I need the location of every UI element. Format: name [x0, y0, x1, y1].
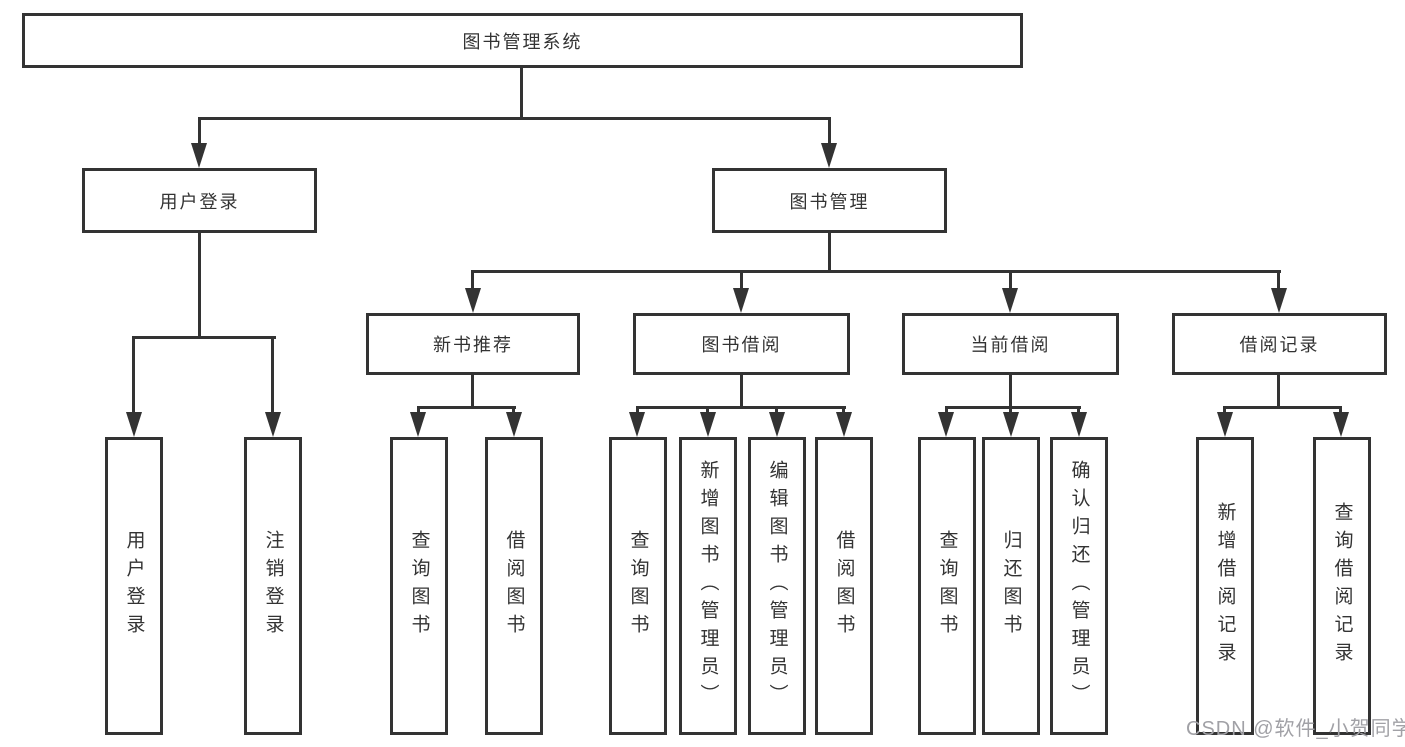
connector-line [1223, 406, 1226, 416]
arrowhead-down-icon [410, 412, 426, 437]
connector-line [945, 406, 948, 416]
node-label: 新增图书（管理员） [697, 460, 719, 712]
node-user-login: 用户登录 [82, 168, 317, 233]
connector-line [471, 375, 474, 406]
connector-line [636, 406, 846, 409]
node-label: 新增借阅记录 [1214, 502, 1236, 670]
node-label: 查询借阅记录 [1331, 502, 1353, 670]
connector-line [512, 406, 515, 416]
arrowhead-down-icon [1271, 288, 1287, 313]
leaf-query-borrow-record: 查询借阅记录 [1313, 437, 1371, 735]
connector-line [636, 406, 639, 416]
arrowhead-down-icon [733, 288, 749, 313]
node-label: 编辑图书（管理员） [766, 460, 788, 712]
node-library-management-system: 图书管理系统 [22, 13, 1023, 68]
connector-line [775, 406, 778, 416]
arrowhead-down-icon [629, 412, 645, 437]
arrowhead-down-icon [191, 143, 207, 168]
connector-line [471, 270, 1281, 273]
watermark: CSDN @软件_小贺同学 [1186, 718, 1405, 740]
node-book-borrowing: 图书借阅 [633, 313, 850, 375]
node-label: 当前借阅 [970, 335, 1051, 355]
leaf-borrow-books-recommend: 借阅图书 [485, 437, 543, 735]
connector-line [417, 406, 516, 409]
connector-line [417, 406, 420, 416]
connector-line [945, 406, 1081, 409]
node-current-borrowing: 当前借阅 [902, 313, 1119, 375]
connector-line [520, 68, 523, 117]
connector-line [198, 233, 201, 336]
node-label: 确认归还（管理员） [1068, 460, 1090, 712]
leaf-query-books-current: 查询图书 [918, 437, 976, 735]
arrowhead-down-icon [700, 412, 716, 437]
node-label: 查询图书 [408, 530, 430, 642]
connector-line [198, 117, 831, 120]
leaf-query-books-recommend: 查询图书 [390, 437, 448, 735]
node-label: 借阅记录 [1239, 335, 1320, 355]
leaf-user-login: 用户登录 [105, 437, 163, 735]
leaf-add-book-admin: 新增图书（管理员） [679, 437, 737, 735]
arrowhead-down-icon [1003, 412, 1019, 437]
connector-line [740, 375, 743, 406]
connector-line [132, 336, 135, 414]
leaf-edit-book-admin: 编辑图书（管理员） [748, 437, 806, 735]
node-label: 图书管理 [789, 191, 870, 212]
connector-line [198, 117, 201, 145]
connector-line [1277, 375, 1280, 406]
node-label: 借阅图书 [833, 530, 855, 642]
arrowhead-down-icon [465, 288, 481, 313]
node-label: 查询图书 [936, 530, 958, 642]
connector-line [1277, 270, 1280, 290]
node-label: 归还图书 [1000, 530, 1022, 642]
connector-line [1009, 270, 1012, 290]
leaf-return-book: 归还图书 [982, 437, 1040, 735]
leaf-logout: 注销登录 [244, 437, 302, 735]
node-borrowing-records: 借阅记录 [1172, 313, 1387, 375]
node-label: 注销登录 [262, 530, 284, 642]
connector-line [842, 406, 845, 416]
node-label: 图书管理系统 [462, 31, 583, 52]
arrowhead-down-icon [1333, 412, 1349, 437]
arrowhead-down-icon [769, 412, 785, 437]
connector-line [1339, 406, 1342, 416]
node-label: 用户登录 [159, 191, 240, 212]
connector-line [828, 233, 831, 270]
node-label: 图书借阅 [701, 335, 782, 355]
connector-line [1009, 375, 1012, 406]
connector-line [828, 117, 831, 145]
connector-line [132, 336, 276, 339]
leaf-confirm-return-admin: 确认归还（管理员） [1050, 437, 1108, 735]
node-new-book-recommendation: 新书推荐 [366, 313, 580, 375]
connector-line [1223, 406, 1342, 409]
arrowhead-down-icon [1217, 412, 1233, 437]
arrowhead-down-icon [506, 412, 522, 437]
arrowhead-down-icon [821, 143, 837, 168]
arrowhead-down-icon [126, 412, 142, 437]
arrowhead-down-icon [938, 412, 954, 437]
node-label: 查询图书 [627, 530, 649, 642]
arrowhead-down-icon [265, 412, 281, 437]
node-label: 借阅图书 [503, 530, 525, 642]
node-label: 新书推荐 [433, 335, 513, 355]
connector-line [471, 270, 474, 290]
node-book-management: 图书管理 [712, 168, 947, 233]
connector-line [271, 336, 274, 414]
connector-line [706, 406, 709, 416]
node-label: 用户登录 [123, 530, 145, 642]
leaf-borrow-books: 借阅图书 [815, 437, 873, 735]
connector-line [1077, 406, 1080, 416]
connector-line [740, 270, 743, 290]
arrowhead-down-icon [836, 412, 852, 437]
arrowhead-down-icon [1002, 288, 1018, 313]
arrowhead-down-icon [1071, 412, 1087, 437]
leaf-query-books-borrow: 查询图书 [609, 437, 667, 735]
connector-line [1009, 406, 1012, 416]
leaf-add-borrow-record: 新增借阅记录 [1196, 437, 1254, 735]
